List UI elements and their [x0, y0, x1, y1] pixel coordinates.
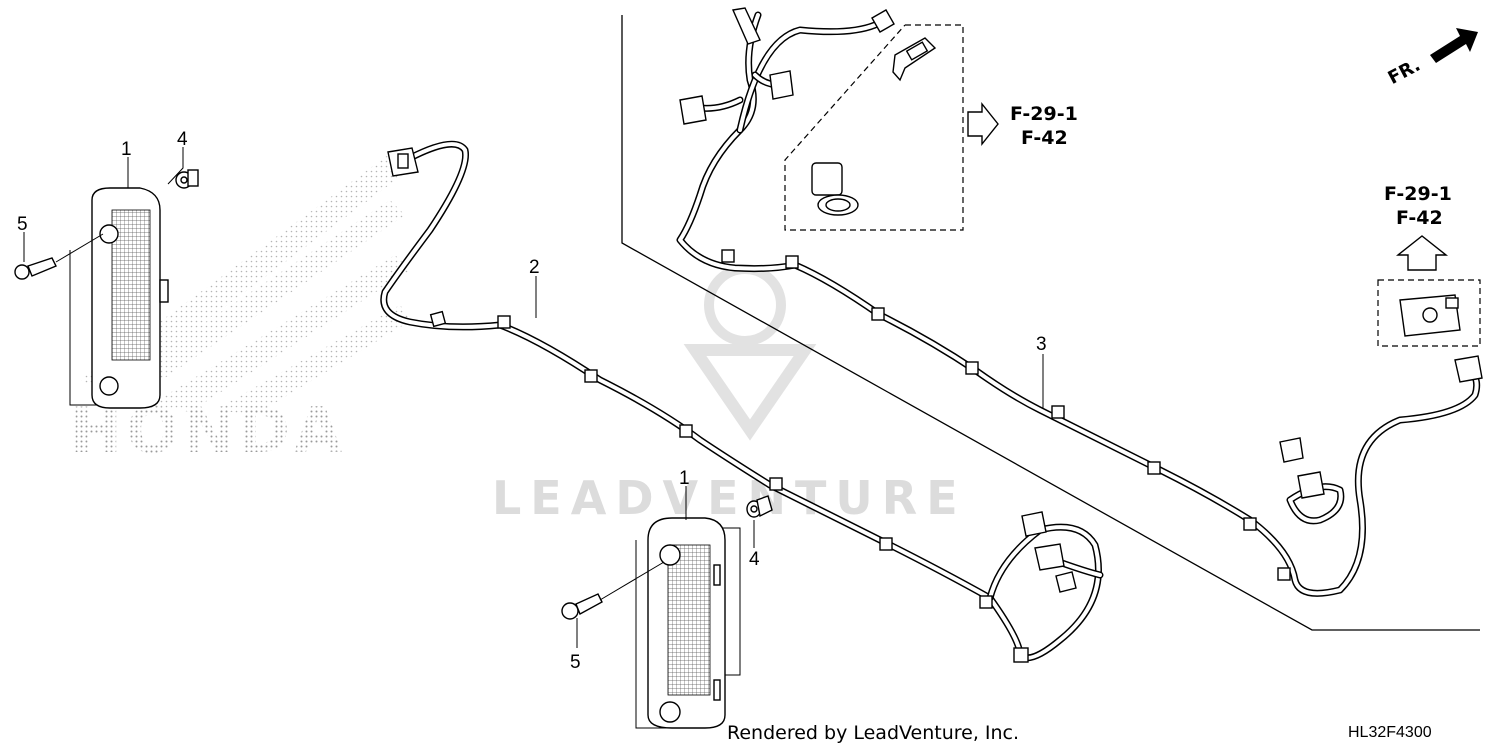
callout-harness-front: 2: [529, 257, 540, 278]
ref-upper-line1[interactable]: F-29-1: [1010, 103, 1078, 125]
ref-upper[interactable]: F-29-1 F-42: [1010, 103, 1078, 149]
leader-left-collar: [167, 147, 184, 185]
detail-box-right[interactable]: [1377, 279, 1481, 347]
ref-arrow-right-icon: [1395, 235, 1449, 271]
callout-center-lamp: 1: [679, 468, 690, 489]
callout-left-bolt: 5: [17, 214, 28, 235]
left-lamp-collar[interactable]: [175, 169, 199, 189]
direction-label: FR.: [1385, 55, 1424, 89]
rear-wire-harness[interactable]: [676, 7, 1483, 597]
ref-right-line2[interactable]: F-42: [1396, 207, 1443, 229]
front-direction-arrow-icon: [1430, 28, 1478, 63]
callout-left-collar: 4: [177, 129, 188, 150]
ref-right[interactable]: F-29-1 F-42: [1384, 183, 1452, 229]
left-side-lamp[interactable]: [69, 187, 169, 409]
footer-render-credit: Rendered by LeadVenture, Inc.: [727, 722, 1019, 744]
center-lamp-collar[interactable]: [746, 495, 773, 518]
left-lamp-bolt[interactable]: [14, 257, 57, 280]
detail-socket: [811, 162, 859, 216]
frame-lines: [621, 15, 1480, 631]
detail-bracket: [1399, 294, 1461, 337]
callout-left-lamp: 1: [121, 139, 132, 160]
honda-wing-watermark: [80, 150, 412, 415]
diagram-code: HL32F4300: [1348, 724, 1432, 741]
callout-center-bolt: 5: [570, 652, 581, 673]
ref-right-line1[interactable]: F-29-1: [1384, 183, 1452, 205]
front-wire-harness[interactable]: [380, 140, 1104, 663]
detail-box-upper[interactable]: [784, 24, 964, 231]
callout-center-collar: 4: [749, 549, 760, 570]
callout-harness-rear: 3: [1036, 334, 1047, 355]
center-lamp-bolt[interactable]: [561, 593, 603, 620]
ref-arrow-upper-icon: [967, 102, 999, 146]
center-side-lamp[interactable]: [635, 517, 741, 729]
leadventure-watermark: LEADVENTURE: [492, 471, 967, 525]
detail-connector: [892, 37, 937, 82]
ref-upper-line2[interactable]: F-42: [1021, 127, 1068, 149]
